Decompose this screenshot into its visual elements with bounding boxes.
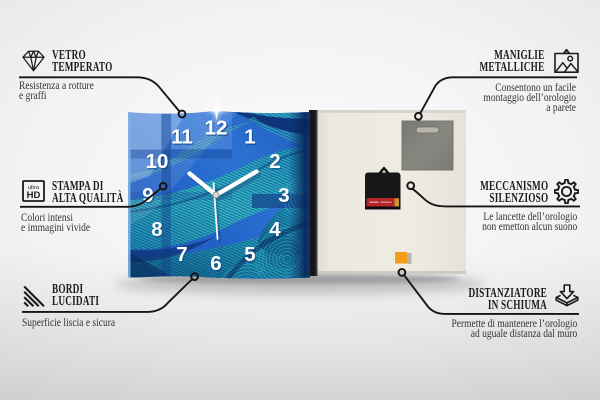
svg-text:3: 3 [279, 185, 290, 208]
svg-text:12: 12 [205, 117, 228, 140]
svg-text:5: 5 [245, 244, 256, 267]
svg-text:2: 2 [269, 150, 280, 173]
svg-text:2: 2 [270, 151, 281, 174]
svg-text:8: 8 [151, 218, 162, 241]
svg-text:4: 4 [269, 218, 281, 241]
svg-text:ultra: ultra [28, 185, 40, 191]
svg-text:4: 4 [270, 219, 282, 242]
svg-text:8: 8 [152, 219, 163, 242]
svg-text:1: 1 [245, 127, 256, 150]
svg-text:6: 6 [211, 253, 222, 276]
svg-text:11: 11 [171, 126, 193, 149]
svg-text:HD: HD [27, 190, 41, 201]
svg-text:10: 10 [147, 151, 170, 174]
svg-text:3: 3 [278, 184, 289, 207]
svg-text:6: 6 [210, 252, 221, 275]
svg-text:5: 5 [244, 243, 255, 266]
svg-text:7: 7 [177, 244, 188, 267]
svg-text:10: 10 [146, 150, 169, 173]
svg-text:1: 1 [244, 126, 255, 149]
svg-text:11: 11 [172, 127, 194, 150]
svg-text:12: 12 [206, 118, 229, 141]
svg-text:9: 9 [142, 184, 153, 207]
svg-text:7: 7 [176, 243, 187, 266]
